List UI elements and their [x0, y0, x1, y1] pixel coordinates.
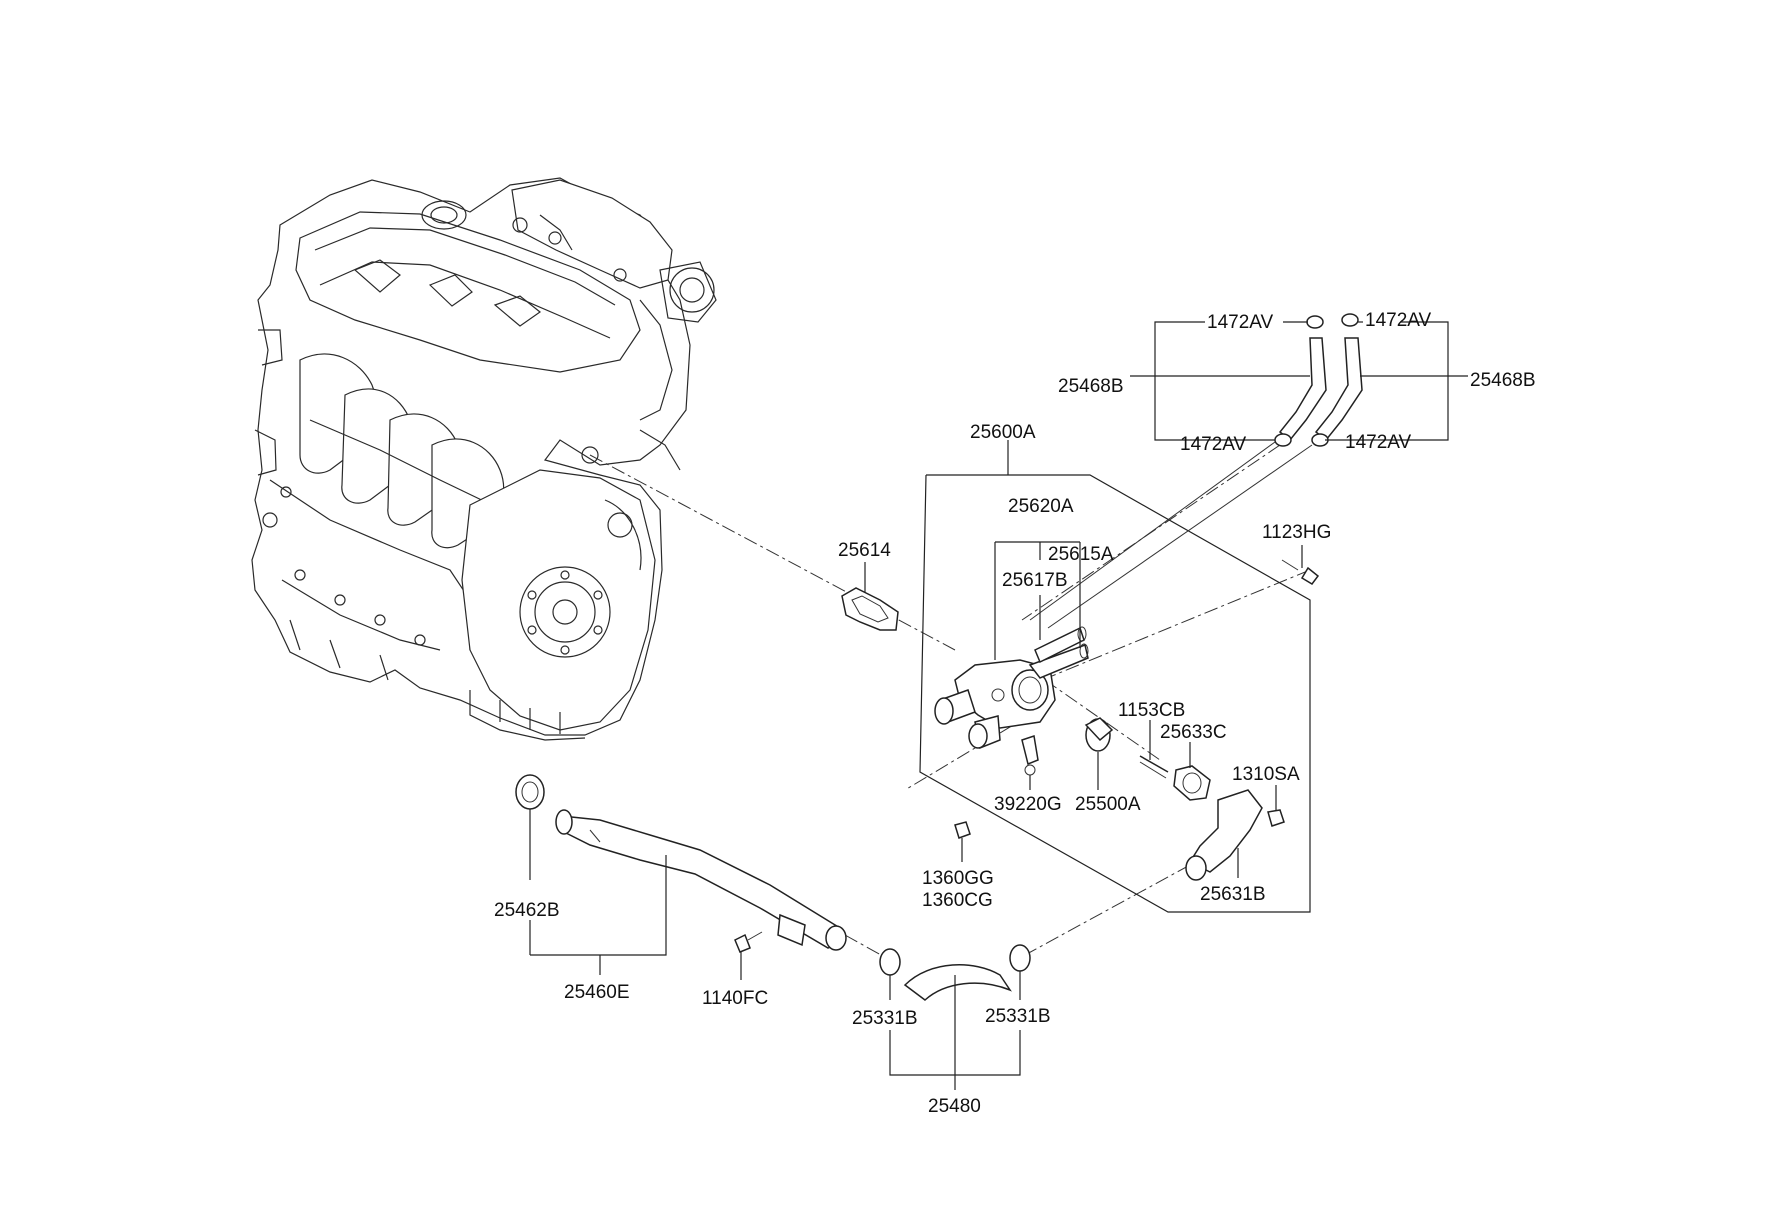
label-25617b: 25617B: [1002, 570, 1068, 591]
leader-lines: [529, 321, 1468, 1090]
thermostat-housing: [934, 626, 1089, 750]
label-1472av-top-left: 1472AV: [1207, 312, 1274, 333]
label-1153cb: 1153CB: [1118, 700, 1185, 721]
label-25615a: 25615A: [1048, 544, 1114, 565]
label-25460e: 25460E: [564, 982, 630, 1003]
engine-assembly-drawing: [251, 177, 717, 741]
label-25633c: 25633C: [1160, 722, 1227, 743]
inlet-fitting-25631b: [1185, 789, 1285, 881]
housing-assembly-frame: [919, 440, 1311, 913]
nut-1360gg: [954, 821, 971, 839]
label-25462b: 25462B: [494, 900, 560, 921]
hose-25480: [879, 944, 1031, 1001]
water-pipe-25460e: [555, 809, 847, 951]
gasket-25614: [841, 587, 899, 631]
label-25620a: 25620A: [1008, 496, 1074, 517]
label-25331b-right: 25331B: [985, 1006, 1051, 1027]
label-25480: 25480: [928, 1096, 981, 1117]
stud-1153cb: [1139, 755, 1169, 779]
label-25500a: 25500A: [1075, 794, 1141, 815]
label-1123hg: 1123HG: [1262, 522, 1331, 543]
label-1310sa: 1310SA: [1232, 764, 1300, 785]
gasket-25633c: [1173, 765, 1211, 801]
label-1472av-bottom-right: 1472AV: [1345, 432, 1412, 453]
label-25631b: 25631B: [1200, 884, 1266, 905]
ring-25462b: [515, 774, 545, 810]
label-1140fc: 1140FC: [702, 988, 768, 1009]
label-1472av-bottom-left: 1472AV: [1180, 434, 1247, 455]
label-25614: 25614: [838, 540, 891, 561]
label-25600a: 25600A: [970, 422, 1036, 443]
sensor-39220g: [1021, 735, 1039, 776]
label-25468b-right: 25468B: [1470, 370, 1536, 391]
label-1360gg: 1360GG: [922, 868, 994, 889]
label-25331b-left: 25331B: [852, 1008, 918, 1029]
label-39220g: 39220G: [994, 794, 1062, 815]
label-25468b-left: 25468B: [1058, 376, 1124, 397]
bolt-1140fc: [734, 931, 763, 953]
thermostat-25500a: [1084, 717, 1114, 752]
label-1472av-top-right: 1472AV: [1365, 310, 1432, 331]
bolt-1123hg: [1281, 559, 1320, 585]
label-1360cg: 1360CG: [922, 890, 993, 911]
part-labels: 1472AV 1472AV 25468B 25468B 1472AV 1472A…: [494, 310, 1536, 1117]
